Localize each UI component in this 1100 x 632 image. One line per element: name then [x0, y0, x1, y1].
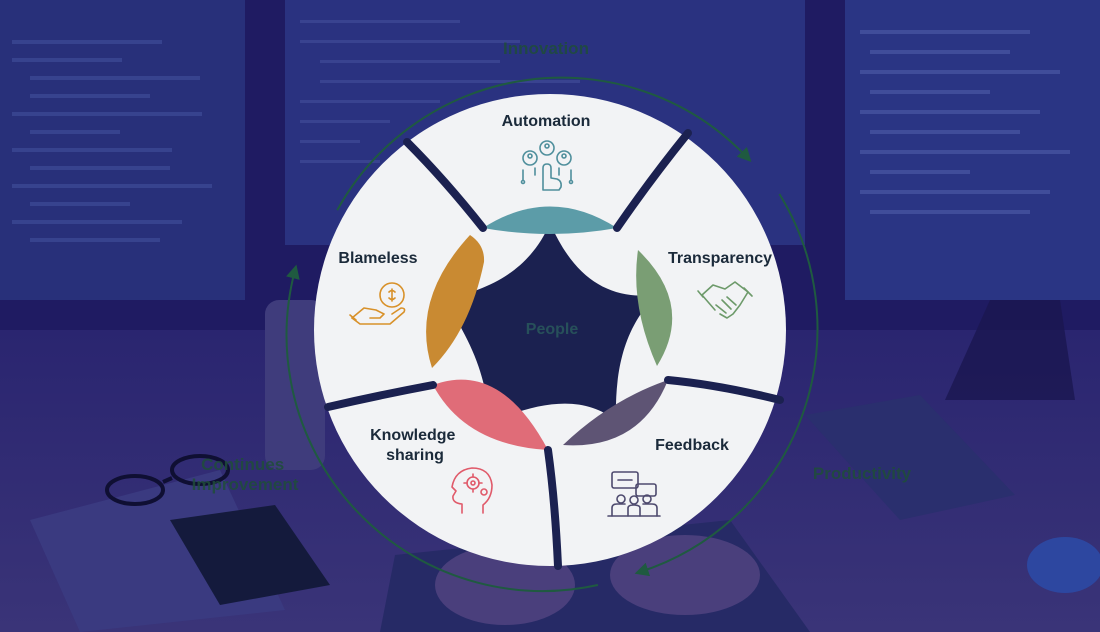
segment-label-line: Transparency	[668, 250, 772, 267]
petal-blameless	[426, 235, 485, 368]
segment-label-line: Automation	[502, 113, 591, 130]
cycle-label-line: Innovation	[503, 39, 589, 58]
petal-automation	[483, 206, 617, 234]
hand-coin-icon	[349, 282, 406, 325]
cycle-label-line: Improvement	[192, 475, 299, 494]
automation-hand-icon	[520, 140, 574, 191]
cycle-label-line: Productivity	[813, 464, 912, 483]
cycle-arrow-productivity	[634, 193, 819, 577]
petal-feedback	[563, 380, 668, 446]
cycle-label-line: Continues	[201, 455, 284, 474]
petal-transparency	[636, 250, 673, 366]
monitor-stand	[945, 300, 1075, 400]
divider-top-left	[403, 138, 487, 232]
glasses	[105, 454, 230, 506]
segment-label-automation: Automation	[502, 113, 591, 130]
right-hand	[610, 535, 760, 615]
segment-label-line: Knowledge	[370, 427, 455, 444]
segment-label-line: Blameless	[338, 250, 417, 267]
segment-label-blameless: Blameless	[338, 250, 417, 267]
divider-top-right	[613, 129, 692, 232]
segment-label-feedback: Feedback	[655, 437, 729, 454]
cycle-label-improvement: Continues Improvement	[192, 455, 299, 494]
coffee-cup	[265, 300, 325, 470]
head-gears-icon	[451, 467, 493, 514]
cycle-label-productivity: Productivity	[813, 464, 912, 483]
segment-label-knowledge: Knowledge sharing	[370, 427, 460, 464]
divider-right	[664, 376, 784, 404]
team-feedback-icon	[607, 471, 661, 517]
segment-label-transparency: Transparency	[668, 250, 772, 267]
mouse	[1027, 537, 1100, 593]
cycle-arrow-innovation	[336, 76, 752, 211]
left-monitor	[0, 0, 245, 300]
wheel-dividers	[324, 129, 784, 570]
cycle-arrow-improvement	[285, 264, 599, 593]
cycle-label-innovation: Innovation	[503, 39, 589, 58]
divider-bottom	[544, 446, 562, 570]
phone	[170, 505, 330, 605]
cycle-ring	[285, 76, 819, 593]
handshake-icon	[697, 281, 753, 319]
right-monitor	[845, 0, 1100, 300]
center-label: People	[526, 321, 579, 338]
segment-label-line: sharing	[386, 447, 444, 464]
center-star	[444, 223, 657, 424]
tablet	[805, 395, 1015, 520]
wheel: Automation Transparency Feedback Knowled…	[314, 94, 786, 570]
segment-label-line: Feedback	[655, 437, 729, 454]
divider-left	[324, 381, 437, 411]
petal-knowledge	[433, 379, 548, 450]
